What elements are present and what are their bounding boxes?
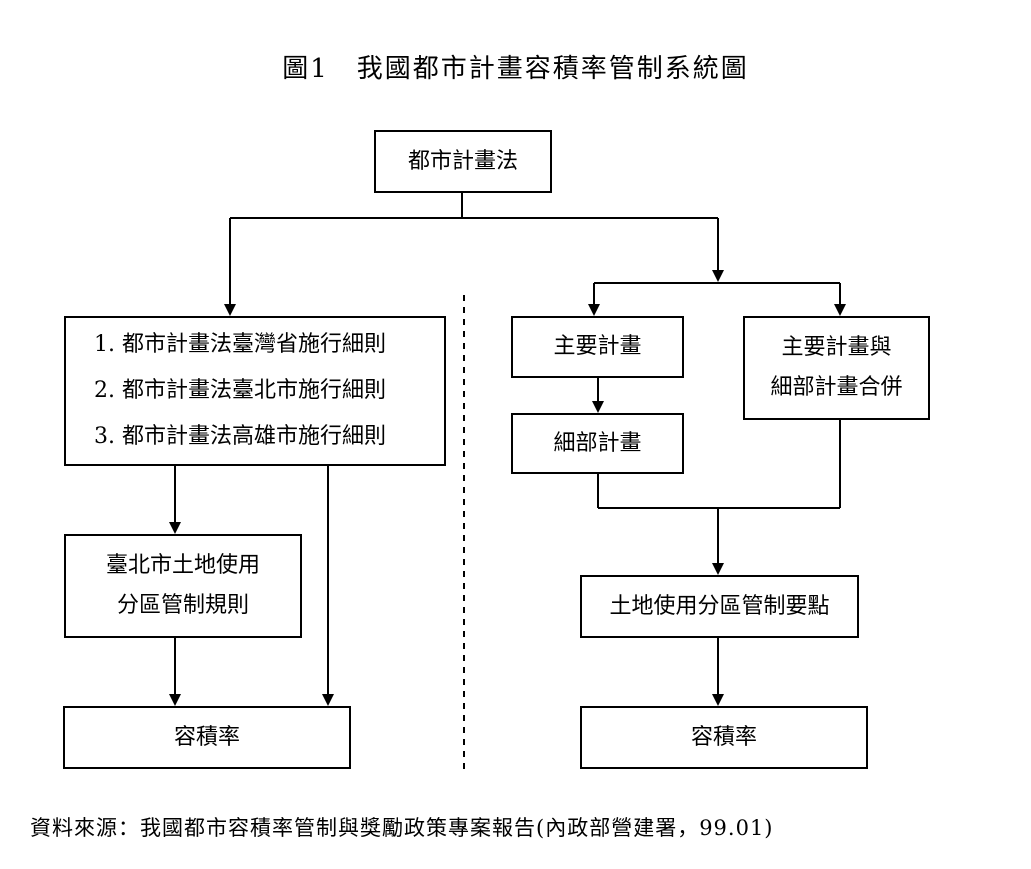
node-urban-planning-law: 都市計畫法 (374, 130, 552, 193)
node-taipei-zoning-rules: 臺北市土地使用 分區管制規則 (64, 534, 302, 638)
figure-source: 資料來源：我國都市容積率管制與獎勵政策專案報告(內政部營建署，99.01) (30, 816, 774, 840)
rule-taipei-city: 2. 都市計畫法臺北市施行細則 (94, 378, 386, 403)
node-detail-plan: 細部計畫 (511, 413, 684, 474)
rule-kaohsiung-city: 3. 都市計畫法高雄市施行細則 (94, 424, 386, 449)
node-main-plan: 主要計畫 (511, 316, 684, 378)
node-far-right: 容積率 (580, 706, 868, 769)
rule-taiwan-province: 1. 都市計畫法臺灣省施行細則 (94, 332, 386, 357)
node-enforcement-rules: 1. 都市計畫法臺灣省施行細則 2. 都市計畫法臺北市施行細則 3. 都市計畫法… (64, 316, 446, 466)
figure-title: 圖1 我國都市計畫容積率管制系統圖 (282, 54, 749, 84)
node-far-left: 容積率 (63, 706, 351, 769)
node-zoning-control-points: 土地使用分區管制要點 (580, 575, 859, 638)
node-combined-plan: 主要計畫與 細部計畫合併 (743, 316, 930, 420)
